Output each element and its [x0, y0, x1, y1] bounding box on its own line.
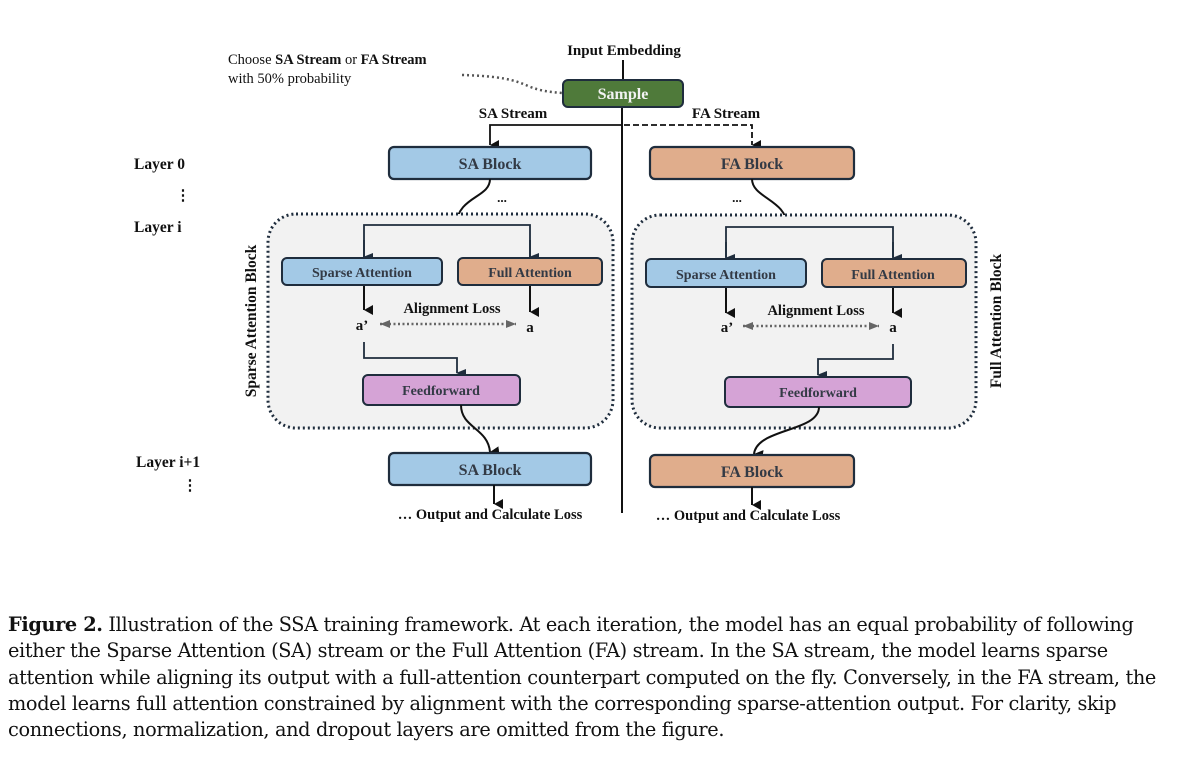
left-feedforward-box: [362, 374, 521, 406]
layer-0-label: Layer 0: [134, 156, 185, 173]
left-a-prime: a’: [356, 318, 369, 334]
note-connector: [461, 73, 563, 95]
sampling-note: Choose SA Stream or FA Stream with 50% p…: [228, 52, 427, 87]
sa-stream-label: SA Stream: [479, 106, 548, 122]
right-full-attention-label: Full Attention: [851, 268, 935, 283]
sa-block-bottom: [387, 451, 593, 487]
full-attention-block-label: Full Attention Block: [988, 253, 1005, 388]
ssa-diagram: Input Embedding Sample SA Stream FA Stre…: [134, 43, 1005, 524]
left-sparse-attention-label: Sparse Attention: [312, 266, 412, 281]
caption-text: Illustration of the SSA training framewo…: [8, 613, 1156, 742]
sparse-attention-block-label: Sparse Attention Block: [243, 244, 260, 397]
left-feedforward-label: Feedforward: [402, 384, 480, 399]
sample-box: [562, 79, 684, 108]
fa-stream-label: FA Stream: [692, 106, 761, 122]
layer-i-label: Layer i: [134, 219, 182, 236]
right-sparse-attention-box: [645, 258, 807, 288]
figure-caption: Figure 2. Illustration of the SSA traini…: [8, 612, 1194, 743]
layer-vdots-1: ⋮: [176, 188, 191, 204]
left-sparse-attention-box: [281, 257, 443, 286]
right-feedforward-label: Feedforward: [779, 386, 857, 401]
right-flow-curve-bottom: [753, 406, 820, 461]
layer-vdots-2: ⋮: [183, 478, 198, 494]
right-sparse-attention-label: Sparse Attention: [676, 268, 776, 283]
fa-block-bottom-label: FA Block: [721, 464, 783, 481]
left-ellipsis: ...: [497, 190, 507, 205]
left-alignment-loss-label: Alignment Loss: [403, 301, 500, 317]
caption-label: Figure 2.: [8, 613, 103, 636]
right-alignment-loss-label: Alignment Loss: [767, 303, 864, 319]
left-output-label: … Output and Calculate Loss: [398, 507, 583, 523]
right-a-prime: a’: [721, 320, 734, 336]
left-to-ffn-line: [363, 342, 466, 377]
input-embedding-label: Input Embedding: [567, 43, 681, 59]
right-a: a: [889, 320, 897, 336]
right-full-attention-box: [821, 258, 967, 288]
right-to-ffn-line: [817, 344, 894, 379]
left-full-attention-box: [457, 257, 603, 286]
sa-block-top-label: SA Block: [459, 156, 522, 173]
sample-label: Sample: [598, 86, 649, 103]
right-ellipsis: ...: [732, 190, 742, 205]
sa-block-bottom-label: SA Block: [459, 462, 522, 479]
layer-i1-label: Layer i+1: [136, 454, 200, 471]
left-flow-curve-bottom: [460, 404, 500, 457]
sa-stream-line: [489, 124, 622, 150]
fa-block-top-label: FA Block: [721, 156, 783, 173]
left-full-attention-label: Full Attention: [488, 266, 572, 281]
left-a: a: [526, 320, 534, 336]
fa-stream-line: [624, 124, 761, 150]
right-output-label: … Output and Calculate Loss: [656, 508, 841, 524]
